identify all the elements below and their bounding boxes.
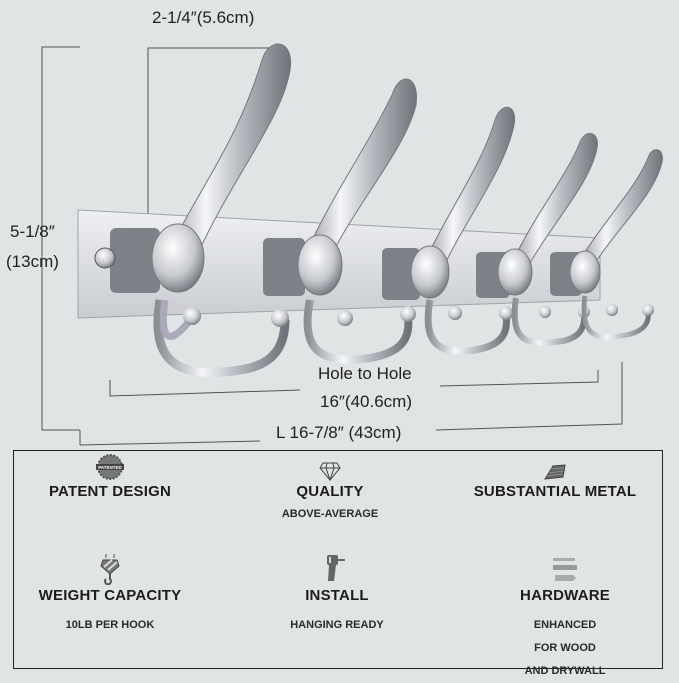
screws-anchors-icon: [553, 558, 577, 581]
feature-title: PATENT DESIGN: [48, 483, 172, 500]
hook-3: [382, 107, 516, 355]
badge-text: PATENTED: [98, 465, 122, 470]
feature-subtitle-line: ENHANCED: [533, 619, 597, 631]
diamond-icon: [319, 462, 341, 481]
patented-badge-icon: PATENTED: [96, 454, 124, 480]
feature-title: QUALITY: [296, 483, 364, 500]
feature-patent-design: PATENTED PATENT DESIGN: [0, 454, 220, 500]
feature-subtitle: HANGING READY: [290, 619, 384, 631]
feature-title: WEIGHT CAPACITY: [38, 587, 182, 604]
height-inch-label: 5-1/8″: [10, 222, 55, 241]
feature-title: INSTALL: [305, 587, 369, 604]
hook-1: [94, 43, 292, 377]
dimension-lines: [41, 46, 623, 446]
feature-subtitle: ABOVE-AVERAGE: [281, 508, 379, 520]
hook-5: [550, 149, 663, 340]
feature-substantial-metal: SUBSTANTIAL METAL: [445, 455, 665, 500]
features-panel: [13, 450, 663, 669]
total-length-label: L 16-7/8″ (43cm): [276, 423, 402, 442]
feature-quality: QUALITY ABOVE-AVERAGE: [220, 455, 440, 526]
feature-subtitle: 10LB PER HOOK: [65, 619, 155, 631]
feature-hardware: HARDWARE ENHANCED FOR WOOD AND DRYWALL: [455, 553, 675, 683]
feature-subtitle-line: AND DRYWALL: [524, 665, 606, 677]
feature-install: INSTALL HANGING READY: [227, 553, 447, 637]
height-cm-label: (13cm): [6, 252, 59, 271]
hook-2: [263, 78, 417, 364]
metal-sheet-icon: [544, 464, 566, 480]
drill-icon: [327, 555, 345, 581]
coat-rack-product-image: [41, 43, 663, 446]
crane-hook-icon: [100, 554, 120, 585]
hook-4: [476, 133, 598, 346]
hole-to-hole-label: Hole to Hole: [318, 364, 412, 383]
hook-depth-label: 2-1/4″(5.6cm): [152, 8, 255, 27]
feature-title: SUBSTANTIAL METAL: [473, 483, 637, 500]
hole-to-hole-value: 16″(40.6cm): [320, 392, 412, 411]
feature-weight-capacity: WEIGHT CAPACITY 10LB PER HOOK: [0, 553, 220, 637]
feature-subtitle-line: FOR WOOD: [534, 642, 596, 654]
feature-title: HARDWARE: [520, 587, 610, 604]
hooks: [94, 43, 663, 377]
